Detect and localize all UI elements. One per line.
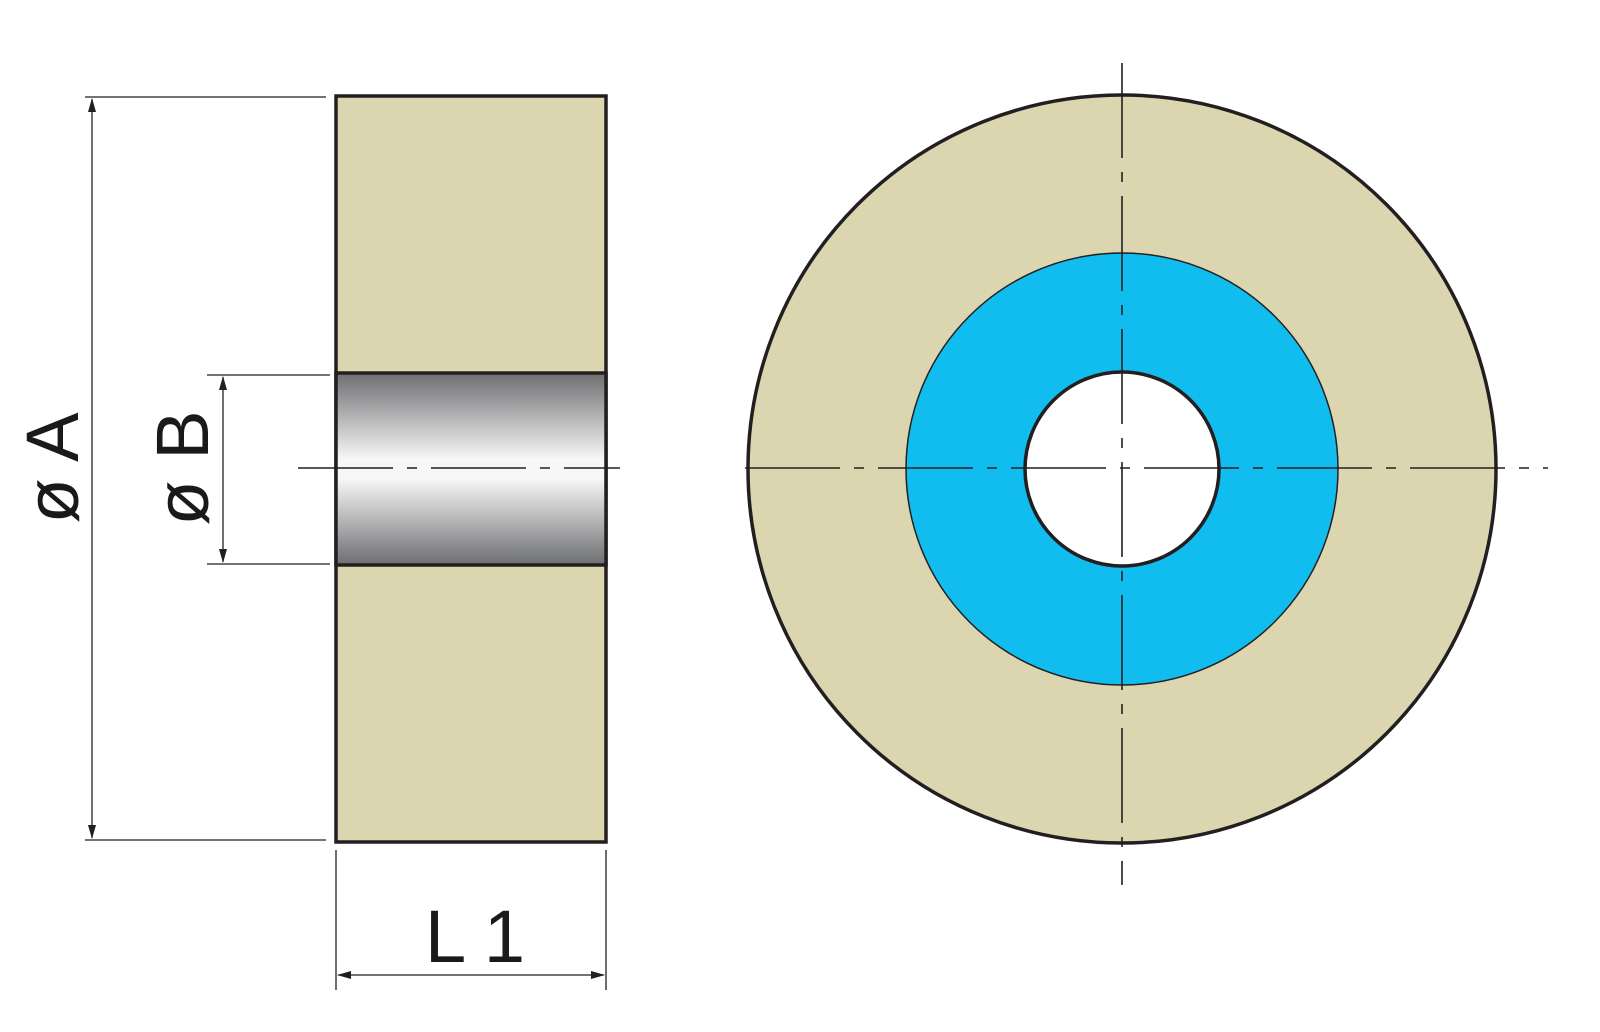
dimension-l1: L 1 xyxy=(335,850,607,990)
dimension-a: ø A xyxy=(11,96,326,841)
side-view xyxy=(298,94,620,844)
bore-side xyxy=(334,371,608,567)
dimension-b: ø B xyxy=(141,374,330,565)
dimension-a-label: ø A xyxy=(11,412,94,524)
dimension-l1-label: L 1 xyxy=(425,895,525,978)
front-view xyxy=(745,63,1548,885)
dimension-b-label: ø B xyxy=(141,410,224,525)
